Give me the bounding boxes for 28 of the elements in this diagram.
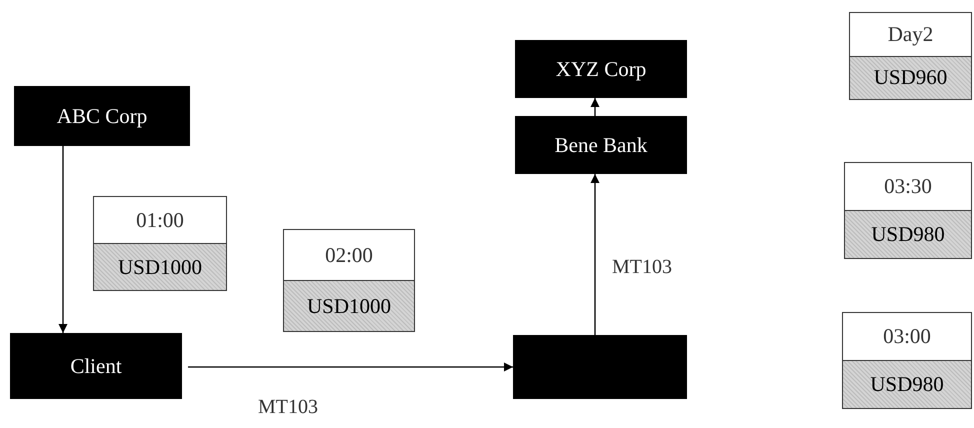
amount-card: [93, 196, 227, 291]
entity-label: ABC Corp: [56, 104, 148, 128]
amount-card: [849, 12, 972, 100]
entity-box: [513, 335, 687, 399]
entity-label: Client: [70, 354, 122, 378]
amount-card: [283, 229, 415, 332]
amount-value: USD980: [845, 210, 971, 258]
arrow: [590, 174, 600, 335]
time-label: 01:00: [135, 206, 185, 234]
time-label: 03:00: [882, 323, 932, 350]
time-label: 03:30: [883, 173, 933, 200]
arrow: [58, 146, 68, 333]
entity-box: [10, 333, 182, 399]
time-label: Day2: [886, 20, 934, 48]
arrow: [188, 362, 513, 372]
amount-value: USD1000: [94, 243, 226, 290]
entity-label: XYZ Corp: [556, 56, 646, 82]
amount-card: [844, 162, 972, 259]
amount-value: USD980: [843, 360, 971, 408]
entity-box: [515, 116, 687, 174]
entity-label: Bene Bank: [554, 132, 648, 158]
amount-value: USD960: [850, 56, 971, 99]
entity-box: [515, 40, 687, 98]
entity-box: [14, 86, 190, 146]
time-label: 02:00: [324, 242, 374, 268]
amount-card: [842, 312, 972, 409]
amount-value: USD1000: [284, 280, 414, 331]
arrow: [590, 98, 600, 116]
